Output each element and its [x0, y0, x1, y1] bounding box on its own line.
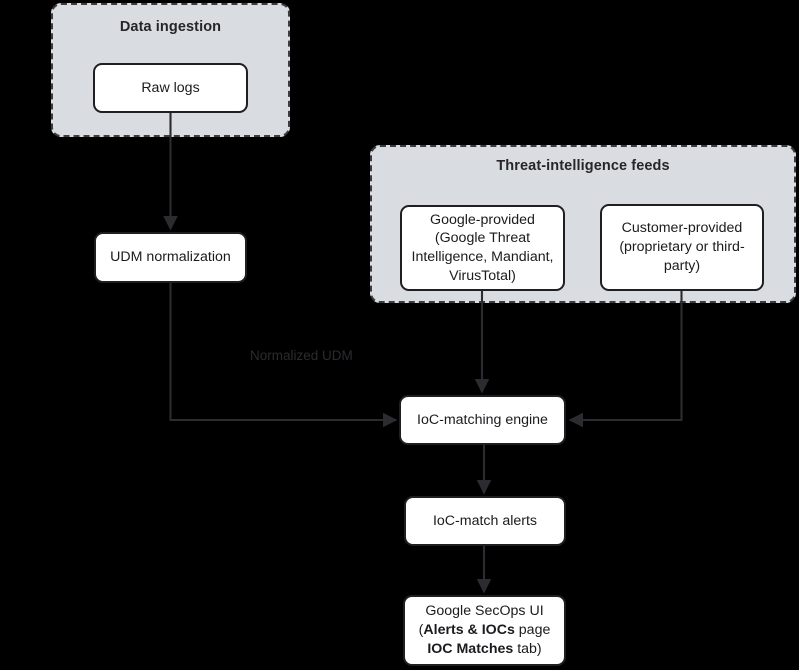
- node-ioc-matching-engine[interactable]: IoC-matching engine: [399, 395, 566, 445]
- node-raw-logs[interactable]: Raw logs: [93, 63, 248, 113]
- node-google-secops-ui-line2-suffix: page: [514, 622, 551, 639]
- node-google-provided-line1: Google-provided: [430, 211, 535, 228]
- node-customer-provided-line3: party): [663, 257, 701, 274]
- node-google-provided[interactable]: Google-provided (Google Threat Intellige…: [400, 205, 565, 291]
- node-raw-logs-label: Raw logs: [141, 79, 200, 96]
- node-customer-provided-text: Customer-provided (proprietary or third-…: [610, 219, 754, 275]
- node-ioc-matching-engine-label: IoC-matching engine: [417, 411, 548, 428]
- node-google-secops-ui-line1: Google SecOps UI: [425, 603, 544, 620]
- node-google-provided-line2: (Google Threat: [434, 230, 531, 247]
- node-google-secops-ui-alerts-iocs: Alerts & IOCs: [423, 622, 515, 639]
- edge-label-normalized-udm: Normalized UDM: [250, 348, 353, 363]
- node-google-secops-ui-line2-prefix: (: [418, 622, 424, 639]
- node-ioc-match-alerts[interactable]: IoC-match alerts: [404, 496, 566, 546]
- node-customer-provided-line1: Customer-provided: [621, 220, 743, 237]
- node-customer-provided-line2: (proprietary or third-: [619, 239, 745, 256]
- node-google-provided-line4: VirusTotal): [449, 267, 516, 284]
- node-google-provided-line3: Intelligence, Mandiant,: [411, 249, 554, 265]
- edge-customer-feed-to-engine: [568, 291, 683, 428]
- node-google-secops-ui-text: Google SecOps UI (Alerts & IOCs page IOC…: [413, 602, 556, 658]
- node-ioc-match-alerts-label: IoC-match alerts: [432, 512, 538, 529]
- node-google-secops-ui[interactable]: Google SecOps UI (Alerts & IOCs page IOC…: [403, 595, 566, 666]
- node-google-provided-text: Google-provided (Google Threat Intellige…: [410, 211, 555, 286]
- node-google-secops-ui-ioc-matches: IOC Matches: [427, 640, 514, 657]
- group-data-ingestion-title: Data ingestion: [119, 19, 222, 35]
- node-google-secops-ui-line3-suffix: tab): [513, 640, 542, 657]
- node-udm-normalization-label: UDM normalization: [110, 249, 231, 266]
- node-customer-provided[interactable]: Customer-provided (proprietary or third-…: [600, 204, 764, 291]
- node-udm-normalization[interactable]: UDM normalization: [94, 232, 247, 283]
- group-threat-intelligence-feeds-title: Threat-intelligence feeds: [496, 158, 670, 174]
